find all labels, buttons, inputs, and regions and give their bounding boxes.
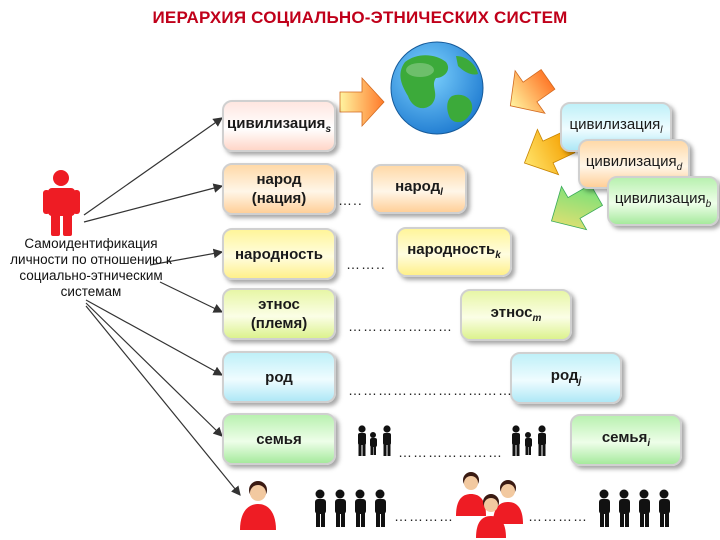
box-civilization-l-label: цивилизация [569, 115, 661, 133]
box-etnos-m-label: этнос [490, 303, 533, 321]
box-plemya-label: (племя) [250, 315, 308, 332]
box-etnos-m: этносm [460, 289, 572, 341]
dots-semya: ………………… [398, 444, 503, 460]
family-icon-1 [358, 425, 391, 456]
dots-narod: ….. [338, 192, 363, 208]
box-narodnost-k-label: народность [407, 240, 496, 258]
connector-semya [85, 302, 223, 437]
arrow-civ-b-icon [550, 184, 604, 231]
connector-civ [83, 117, 223, 216]
box-narod: народ (нация) [222, 163, 336, 215]
caption-line-1: Самоидентификация [24, 236, 158, 251]
box-civilization-s-sub: s [325, 123, 331, 135]
connector-rod [85, 299, 224, 376]
box-narodnost-k-sub: k [495, 249, 501, 261]
box-civilization-d-label: цивилизация [585, 152, 677, 170]
page-title: ИЕРАРХИЯ СОЦИАЛЬНО-ЭТНИЧЕСКИХ СИСТЕМ [152, 8, 568, 27]
arrow-to-globe-icon [339, 76, 385, 128]
box-semya-i-label: семья [601, 428, 648, 446]
dots-people-right: ………… [528, 508, 588, 524]
box-semya-i-sub: i [647, 437, 651, 449]
caption-line-2: личности по отношению к [10, 252, 172, 267]
box-civilization-b: цивилизацияb [607, 176, 719, 226]
box-narod-l-label: народ [395, 177, 441, 195]
connector-etnos [159, 281, 224, 313]
family-icon-2 [512, 425, 546, 456]
box-rod-j-sub: j [578, 375, 582, 387]
box-civilization-d-sub: d [676, 161, 683, 173]
box-semya-label: семья [256, 430, 302, 448]
box-narodnost: народность [222, 228, 336, 280]
box-natsiya-label: (нация) [251, 190, 307, 207]
person-red-icon [43, 170, 80, 236]
arrow-civ-l-icon [509, 68, 556, 114]
person-bust-left-icon [240, 481, 276, 530]
box-narod-l-sub: l [440, 186, 443, 198]
box-civilization-b-label: цивилизация [614, 189, 706, 207]
connector-narod [83, 183, 224, 223]
box-civilization-l-sub: l [660, 124, 663, 136]
box-narodnost-k: народностьk [396, 227, 512, 277]
dots-narodnost: …….. [346, 256, 386, 272]
box-civilization-s: цивилизацияs [222, 100, 336, 152]
box-narod-label: народ [256, 171, 302, 188]
box-rod-label: род [265, 368, 293, 386]
self-identification-caption: Самоидентификация личности по отношению … [0, 236, 182, 300]
box-rod: род [222, 351, 336, 403]
box-civilization-s-label: цивилизация [227, 114, 326, 132]
connector-person [85, 305, 241, 496]
connector-lines [83, 117, 241, 496]
dots-people-left: ………… [394, 508, 454, 524]
box-semya: семья [222, 413, 336, 465]
box-semya-i: семьяi [570, 414, 682, 466]
dots-rod: …………………………… [348, 382, 513, 398]
box-etnos-m-sub: m [532, 312, 542, 324]
caption-line-4: системам [60, 284, 122, 299]
box-narod-l: народl [371, 164, 467, 214]
box-rod-j-label: род [550, 366, 579, 384]
globe-icon [390, 41, 484, 135]
people-row-right-icon [599, 489, 670, 527]
connector-narodnost [149, 248, 224, 266]
box-civilization-b-sub: b [705, 198, 712, 210]
box-narodnost-label: народность [235, 245, 323, 263]
caption-line-3: социально-этническим [19, 268, 163, 283]
box-etnos: этнос (племя) [222, 288, 336, 340]
people-row-left-icon [315, 489, 386, 527]
people-bust-group-icon [456, 472, 523, 538]
dots-etnos: ………………… [348, 318, 453, 334]
box-rod-j: родj [510, 352, 622, 404]
box-etnos-label: этнос [258, 296, 300, 313]
